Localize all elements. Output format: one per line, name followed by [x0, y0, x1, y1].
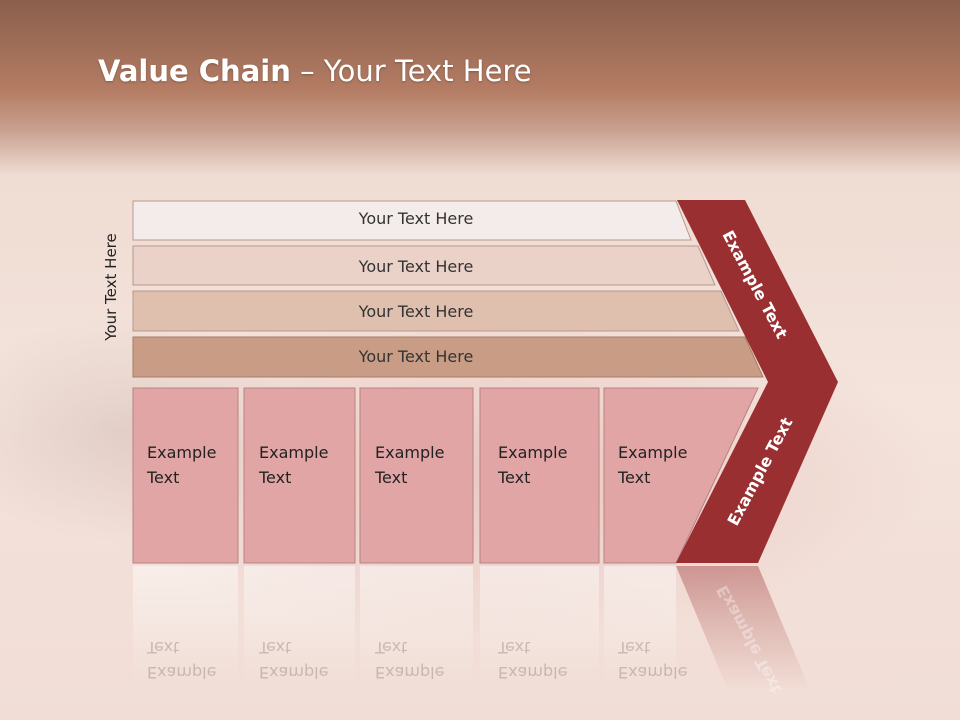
- cell-2-reflected-text: Example Text: [259, 635, 328, 685]
- cell-4: [479, 387, 600, 564]
- cell-1-line2: Text: [147, 468, 180, 487]
- cell-5-reflected-text: Example Text: [618, 635, 687, 685]
- cell-3: [359, 387, 474, 564]
- band-4-label: Your Text Here: [358, 347, 474, 366]
- cell-5-reflected-line1: Example: [618, 663, 688, 682]
- cell-4-reflected-line1: Example: [498, 663, 568, 682]
- band-2-label: Your Text Here: [358, 257, 474, 276]
- cell-4-reflected-line2: Text: [498, 638, 531, 657]
- cell-1-reflection: [133, 566, 238, 686]
- cell-1-reflected-text: Example Text: [147, 635, 216, 685]
- cell-5-reflection: [604, 566, 676, 686]
- title-rest: – Your Text Here: [290, 54, 532, 88]
- cell-3-reflected-text: Example Text: [375, 635, 444, 685]
- cell-4-reflection: [480, 566, 599, 686]
- chevron-arrow: [676, 200, 838, 563]
- cell-3-line1: Example: [375, 443, 445, 462]
- cell-4-line1: Example: [498, 443, 568, 462]
- cell-1-reflected-line2: Text: [147, 638, 180, 657]
- band-1: [132, 200, 692, 241]
- band-4: [132, 336, 764, 378]
- cell-4-line2: Text: [498, 468, 531, 487]
- band-1-label: Your Text Here: [358, 209, 474, 228]
- cell-5-line1: Example: [618, 443, 688, 462]
- band-3-label: Your Text Here: [358, 302, 474, 321]
- cell-3-reflected-line1: Example: [375, 663, 445, 682]
- cell-3-reflected-line2: Text: [375, 638, 408, 657]
- cell-3-line2: Text: [375, 468, 408, 487]
- cell-4-reflected-text: Example Text: [498, 635, 567, 685]
- page-title: Value Chain – Your Text Here: [98, 54, 532, 88]
- cell-2-reflection: [244, 566, 355, 686]
- cell-5-line2: Text: [618, 468, 651, 487]
- cell-1: [132, 387, 239, 564]
- title-bold: Value Chain: [98, 54, 291, 88]
- band-3: [132, 290, 740, 332]
- cell-2: [243, 387, 356, 564]
- band-2: [132, 245, 716, 286]
- cell-2-reflected-line1: Example: [259, 663, 329, 682]
- cell-5-reflected-line2: Text: [618, 638, 651, 657]
- cell-2-reflected-line2: Text: [259, 638, 292, 657]
- cell-2-line2: Text: [259, 468, 292, 487]
- cell-1-line1: Example: [147, 443, 217, 462]
- cell-3-reflection: [360, 566, 473, 686]
- chevron-reflection: [676, 566, 810, 690]
- cell-2-line1: Example: [259, 443, 329, 462]
- cell-1-reflected-line1: Example: [147, 663, 217, 682]
